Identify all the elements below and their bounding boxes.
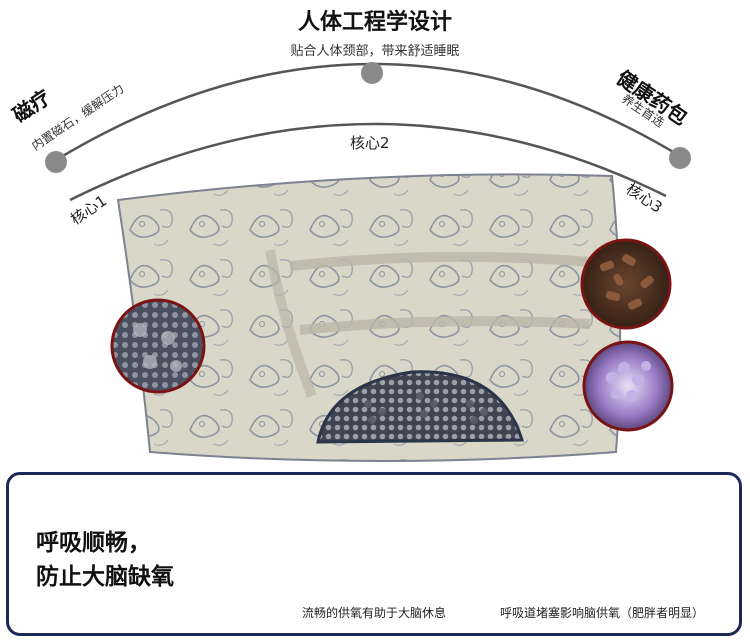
mesh-panel — [316, 370, 525, 444]
breathing-headline: 呼吸顺畅， 防止大脑缺氧 — [36, 526, 174, 594]
herb-closeup-circle — [580, 238, 672, 330]
caption-good-breathing: 流畅的供氧有助于大脑休息 — [302, 606, 447, 620]
headline-line-2: 防止大脑缺氧 — [36, 564, 174, 590]
lavender-closeup-circle — [582, 340, 674, 432]
pillow — [116, 173, 622, 462]
inner-arc — [69, 122, 667, 202]
page-subtitle: 贴合人体颈部，带来舒适睡眠 — [290, 44, 460, 59]
arc-dot-left — [45, 151, 67, 173]
headline-line-1: 呼吸顺畅， — [36, 530, 151, 556]
core-label-2: 核心2 — [350, 134, 390, 152]
arc-dot-top — [361, 62, 383, 84]
caption-obstructed-breathing: 呼吸道堵塞影响脑供氧（肥胖者明显） — [500, 606, 705, 620]
mesh-closeup-circle — [110, 298, 206, 394]
breathing-panel — [6, 472, 742, 636]
arc-dot-right — [669, 147, 691, 169]
page-title: 人体工程学设计 — [297, 10, 452, 35]
